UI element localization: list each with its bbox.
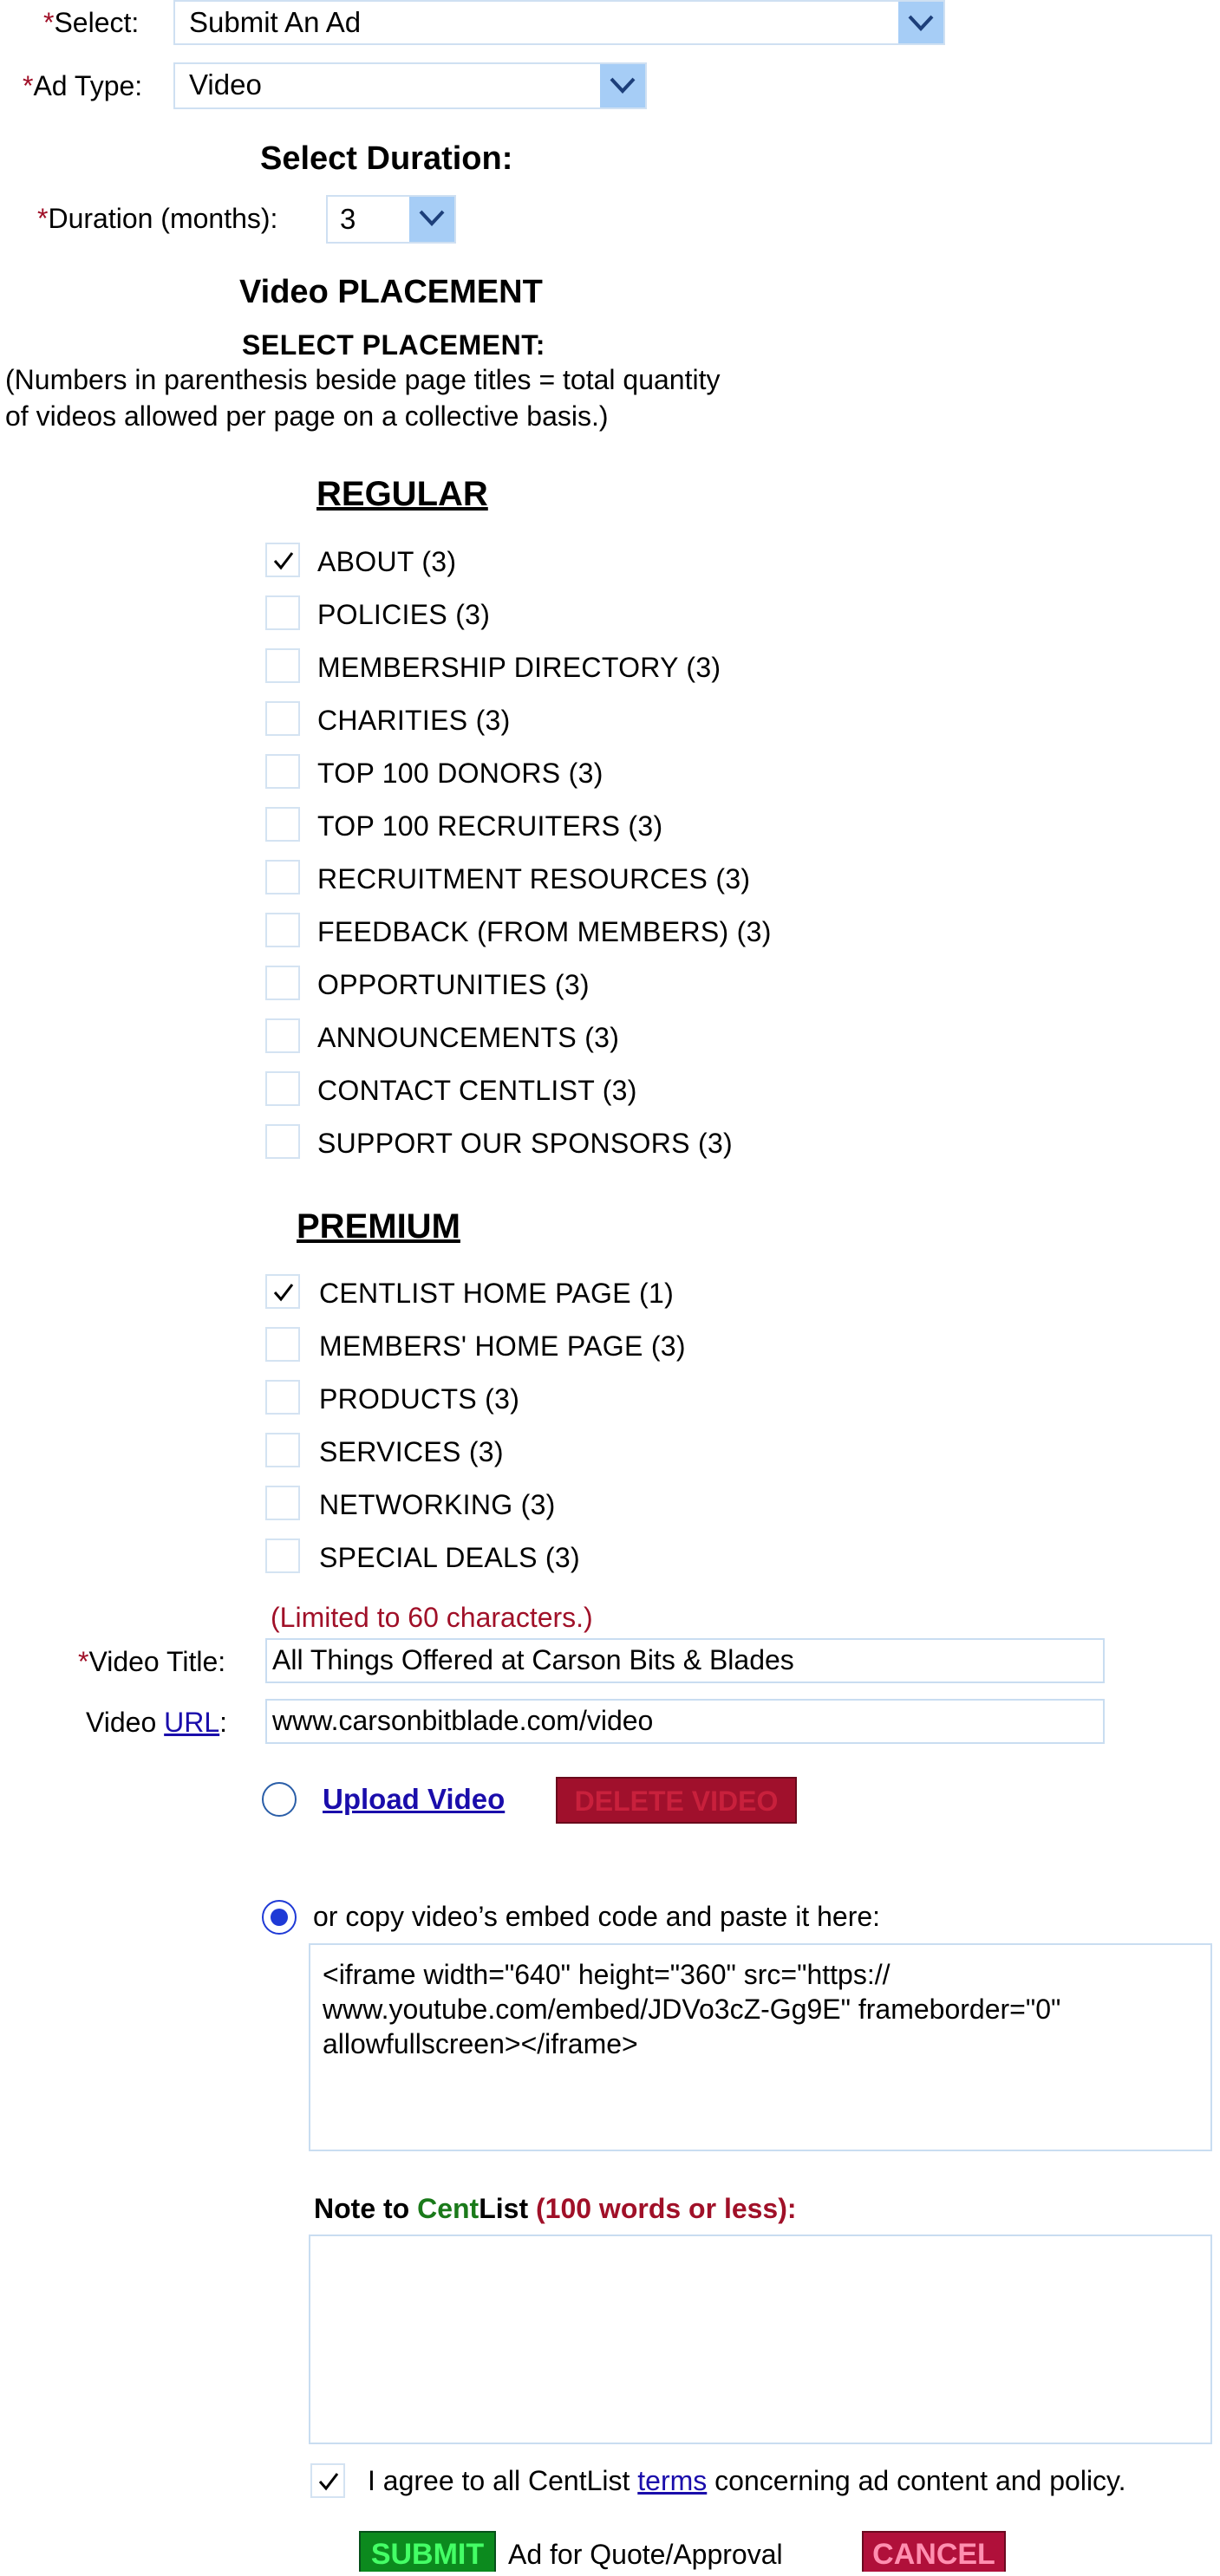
premium-item-label: NETWORKING (3)	[319, 1489, 556, 1520]
chevron-down-icon[interactable]	[600, 64, 645, 107]
submit-suffix-text: Ad for Quote/Approval	[508, 2539, 783, 2570]
video-title-input[interactable]: All Things Offered at Carson Bits & Blad…	[265, 1638, 1105, 1683]
regular-item-label: ANNOUNCEMENTS (3)	[317, 1022, 620, 1053]
delete-video-button[interactable]: DELETE VIDEO	[556, 1777, 797, 1824]
terms-link[interactable]: terms	[637, 2465, 708, 2496]
regular-item-checkbox[interactable]	[265, 595, 300, 630]
regular-item-checkbox[interactable]	[265, 860, 300, 894]
premium-item-checkbox[interactable]	[265, 1433, 300, 1467]
video-url-label: Video URL:	[86, 1707, 228, 1738]
regular-section-title: REGULAR	[316, 475, 488, 513]
duration-label: *Duration (months):	[37, 203, 278, 234]
premium-item-label: SERVICES (3)	[319, 1436, 504, 1467]
duration-heading: Select Duration:	[260, 140, 513, 177]
regular-item-checkbox[interactable]	[265, 1071, 300, 1106]
upload-video-radio[interactable]	[262, 1782, 297, 1817]
regular-item-checkbox[interactable]	[265, 913, 300, 947]
regular-item-checkbox[interactable]	[265, 807, 300, 842]
note-textarea[interactable]	[309, 2234, 1212, 2444]
regular-item-label: POLICIES (3)	[317, 599, 491, 630]
agree-checkbox[interactable]	[310, 2463, 345, 2498]
premium-item-checkbox[interactable]	[265, 1486, 300, 1520]
premium-item-checkbox[interactable]	[265, 1538, 300, 1573]
regular-item-checkbox[interactable]	[265, 543, 300, 577]
placement-note-line1: (Numbers in parenthesis beside page titl…	[5, 364, 721, 395]
regular-item-label: TOP 100 DONORS (3)	[317, 758, 603, 789]
upload-video-link[interactable]: Upload Video	[323, 1783, 506, 1815]
premium-item-checkbox[interactable]	[265, 1274, 300, 1309]
placement-heading: Video PLACEMENT	[239, 274, 543, 310]
regular-item-label: ABOUT (3)	[317, 546, 457, 577]
duration-value: 3	[340, 203, 356, 235]
radio-selected-dot	[271, 1909, 288, 1926]
premium-item-label: SPECIAL DEALS (3)	[319, 1542, 580, 1573]
regular-item-checkbox[interactable]	[265, 1124, 300, 1159]
chevron-down-icon[interactable]	[898, 2, 943, 43]
regular-item-label: FEEDBACK (FROM MEMBERS) (3)	[317, 916, 772, 947]
premium-section-title: PREMIUM	[297, 1207, 460, 1246]
premium-item-label: CENTLIST HOME PAGE (1)	[319, 1278, 675, 1309]
duration-dropdown[interactable]: 3	[326, 195, 456, 244]
checkmark-icon	[273, 552, 294, 570]
checkmark-icon	[318, 2473, 339, 2491]
embed-code-radio[interactable]	[262, 1900, 297, 1935]
title-limit-note: (Limited to 60 characters.)	[271, 1602, 593, 1633]
ad-type-value: Video	[189, 68, 262, 101]
ad-type-label: *Ad Type:	[23, 70, 143, 101]
select-value: Submit An Ad	[189, 6, 362, 38]
regular-item-label: CHARITIES (3)	[317, 705, 511, 736]
regular-item-label: OPPORTUNITIES (3)	[317, 969, 590, 1000]
placement-note-line2: of videos allowed per page on a collecti…	[5, 400, 609, 432]
regular-item-checkbox[interactable]	[265, 966, 300, 1000]
regular-item-label: CONTACT CENTLIST (3)	[317, 1075, 637, 1106]
select-label: *Select:	[43, 7, 140, 38]
url-link[interactable]: URL	[164, 1707, 220, 1738]
regular-item-checkbox[interactable]	[265, 1018, 300, 1053]
regular-item-label: TOP 100 RECRUITERS (3)	[317, 810, 663, 842]
regular-item-checkbox[interactable]	[265, 648, 300, 683]
premium-item-label: MEMBERS' HOME PAGE (3)	[319, 1330, 686, 1362]
checkmark-icon	[273, 1284, 294, 1302]
premium-item-checkbox[interactable]	[265, 1327, 300, 1362]
video-title-label: *Video Title:	[78, 1646, 226, 1677]
regular-item-checkbox[interactable]	[265, 754, 300, 789]
agree-text: I agree to all CentList terms concerning…	[368, 2465, 1126, 2496]
chevron-down-icon[interactable]	[409, 197, 454, 242]
regular-item-checkbox[interactable]	[265, 701, 300, 736]
select-dropdown[interactable]: Submit An Ad	[173, 0, 945, 45]
embed-code-label: or copy video’s embed code and paste it …	[313, 1901, 881, 1932]
placement-subheading: SELECT PLACEMENT:	[242, 329, 545, 361]
submit-button[interactable]: SUBMIT	[359, 2531, 496, 2572]
cancel-button[interactable]: CANCEL	[862, 2531, 1006, 2572]
regular-item-label: MEMBERSHIP DIRECTORY (3)	[317, 652, 721, 683]
premium-item-checkbox[interactable]	[265, 1380, 300, 1415]
note-label: Note to CentList (100 words or less):	[314, 2193, 797, 2224]
premium-item-label: PRODUCTS (3)	[319, 1383, 520, 1415]
ad-type-dropdown[interactable]: Video	[173, 62, 647, 109]
regular-item-label: SUPPORT OUR SPONSORS (3)	[317, 1128, 733, 1159]
video-url-input[interactable]: www.carsonbitblade.com/video	[265, 1699, 1105, 1744]
regular-item-label: RECRUITMENT RESOURCES (3)	[317, 863, 751, 894]
embed-code-textarea[interactable]: <iframe width="640" height="360" src="ht…	[309, 1943, 1212, 2151]
